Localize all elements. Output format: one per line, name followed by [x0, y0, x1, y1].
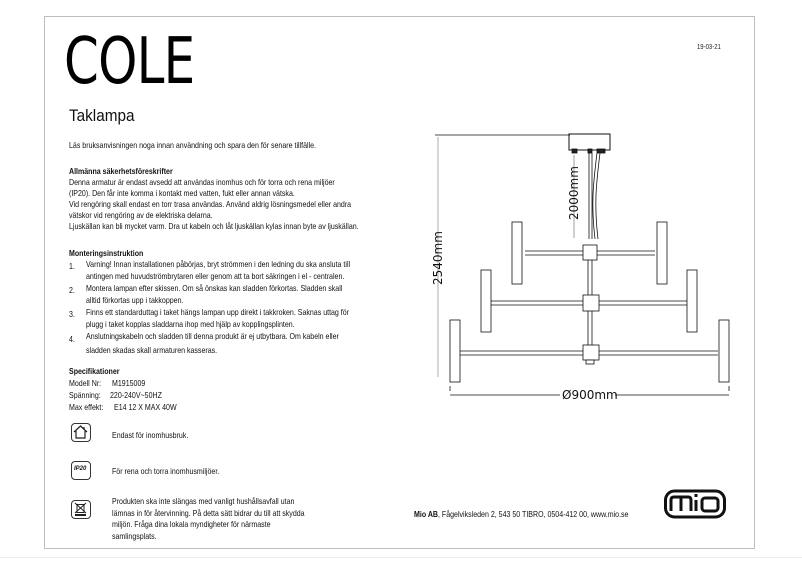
- step-line: plugg i taket kopplas sladdarna ihop med…: [86, 320, 295, 329]
- safety-line: Denna armatur är endast avsedd att använ…: [69, 178, 335, 187]
- cable-length-label: 2000mm: [567, 166, 581, 220]
- step-number: 4.: [69, 335, 75, 344]
- mio-logo: [664, 489, 726, 519]
- safety-line: Vid rengöring skall endast en torr trasa…: [69, 200, 352, 209]
- spec-value: M1915009: [112, 379, 146, 388]
- step-line: Montera lampan efter skissen. Om så önsk…: [86, 284, 343, 293]
- intro-text: Läs bruksanvisningen noga innan användni…: [69, 141, 317, 150]
- safety-line: (IP20). Den får inte komma i kontakt med…: [69, 189, 295, 198]
- weee-bin-icon: [71, 500, 91, 519]
- step-line: Finns ett standarduttag i taket hängs la…: [86, 308, 350, 317]
- specs-heading: Specifikationer: [69, 367, 120, 376]
- step-line: Anslutningskabeln och sladden till denna…: [86, 332, 339, 341]
- page-bottom-rule: [0, 557, 802, 558]
- diameter-label: Ø900mm: [562, 388, 618, 402]
- product-subtitle: Taklampa: [69, 106, 135, 125]
- step-line: antingen med huvudströmbrytaren eller ge…: [86, 272, 345, 281]
- step-number: 3.: [69, 310, 75, 319]
- step-line: Varning! Innan installationen påbörjas, …: [86, 260, 351, 269]
- symbol-text: Endast för inomhusbruk.: [112, 431, 189, 440]
- document-date: 19-03-21: [697, 44, 721, 51]
- spec-label: Max effekt:: [69, 403, 104, 412]
- indoor-house-icon: [71, 423, 91, 442]
- instruction-sheet: [44, 16, 755, 549]
- ip20-icon: IP20: [71, 461, 91, 480]
- spec-label: Spänning:: [69, 391, 101, 400]
- spec-value: 220-240V~50HZ: [110, 391, 162, 400]
- step-line: alltid förkortas upp i takkoppen.: [86, 296, 184, 305]
- step-number: 1.: [69, 262, 75, 271]
- mounting-heading: Monteringsinstruktion: [69, 249, 144, 258]
- company-name: Mio AB: [414, 510, 438, 519]
- symbol-text: För rena och torra inomhusmiljöer.: [112, 467, 220, 476]
- product-title: COLE: [64, 25, 195, 99]
- step-number: 2.: [69, 286, 75, 295]
- symbol-text: miljön. Fråga dina lokala myndigheter fö…: [112, 520, 271, 529]
- step-line: sladden skadas skall armaturen kasseras.: [86, 346, 218, 355]
- safety-line: vätskor vid rengöring av de elektriska d…: [69, 211, 213, 220]
- spec-label: Modell Nr:: [69, 379, 102, 388]
- lamp-technical-drawing: 2540mm 2000mm Ø900mm: [431, 133, 730, 402]
- symbol-text: Produkten ska inte slängas med vanligt h…: [112, 497, 295, 506]
- company-footer: Mio AB, Fågelviksleden 2, 543 50 TIBRO, …: [414, 510, 628, 519]
- spec-value: E14 12 X MAX 40W: [114, 403, 177, 412]
- ip20-label: IP20: [74, 466, 87, 472]
- symbol-text: samlingsplats.: [112, 532, 157, 541]
- height-dimension-label: 2540mm: [431, 231, 445, 285]
- symbol-text: lämnas in för återvinning. På detta sätt…: [112, 509, 305, 518]
- company-address: , Fågelviksleden 2, 543 50 TIBRO, 0504-4…: [437, 510, 629, 519]
- safety-heading: Allmänna säkerhetsföreskrifter: [69, 167, 173, 176]
- safety-line: Ljuskällan kan bli mycket varm. Dra ut k…: [69, 222, 359, 231]
